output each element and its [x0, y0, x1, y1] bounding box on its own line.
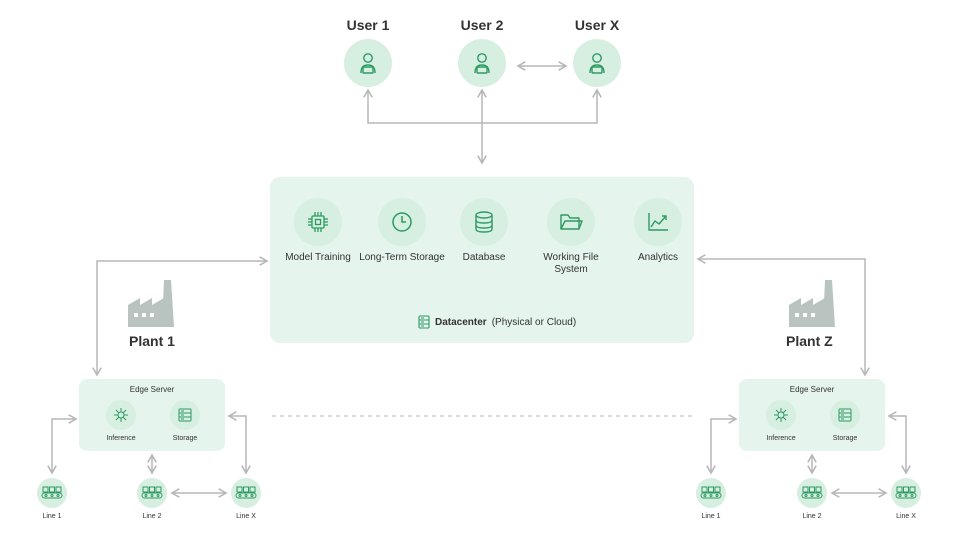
factory-icon	[789, 280, 835, 327]
plant-z-edge-server: Edge Server	[739, 379, 885, 451]
plant-1-label: Plant 1	[129, 333, 175, 349]
user-1-label: User 1	[346, 17, 390, 33]
server-icon	[418, 315, 430, 329]
service-label-analytics: Analytics	[637, 252, 678, 263]
service-database	[460, 198, 508, 246]
plant-z-line-x-node	[891, 478, 921, 508]
user-laptop-icon	[360, 53, 376, 74]
plant-1-line-1-node	[37, 478, 67, 508]
factory-icon	[128, 280, 174, 327]
edge-server-title: Edge Server	[789, 385, 835, 394]
user-laptop-icon	[589, 53, 605, 74]
plant-1-storage-label: Storage	[172, 435, 198, 442]
chip-icon	[308, 212, 328, 232]
service-label-database: Database	[462, 252, 506, 263]
folder-icon	[560, 214, 583, 230]
plant-z-line-1-label: Line 1	[701, 513, 721, 520]
plant-1-storage-node	[170, 400, 200, 430]
plant-z-line-1-node	[696, 478, 726, 508]
service-label-long-term-storage: Long-Term Storage	[359, 252, 445, 263]
plant-1-line-x-node	[231, 478, 261, 508]
service-analytics	[634, 198, 682, 246]
conveyor-icon	[895, 486, 917, 499]
service-label-working-file-system: Working File System	[543, 252, 599, 275]
plant-z-label: Plant Z	[786, 333, 833, 349]
plant-z-storage-label: Storage	[832, 435, 858, 442]
conveyor-icon	[801, 486, 823, 499]
user-laptop-icon	[474, 53, 490, 74]
plant-1-inference-label: Inference	[106, 435, 136, 442]
storage-server-icon	[838, 408, 852, 422]
conveyor-icon	[141, 486, 163, 499]
plant-1-line-2-node	[137, 478, 167, 508]
database-icon	[475, 211, 493, 233]
plant-z-line-2-label: Line 2	[802, 513, 822, 520]
conveyor-icon	[700, 486, 722, 499]
service-long-term-storage	[378, 198, 426, 246]
clock-icon	[392, 212, 412, 232]
user-1-node	[344, 39, 392, 87]
service-working-file-system	[547, 198, 595, 246]
plant-z-inference-label: Inference	[766, 435, 796, 442]
user-x-node	[573, 39, 621, 87]
plant-z-inference-node	[766, 400, 796, 430]
service-model-training	[294, 198, 342, 246]
neural-network-icon	[774, 408, 788, 422]
neural-network-icon	[114, 408, 128, 422]
plant-1-line-1-label: Line 1	[42, 513, 62, 520]
chart-icon	[648, 213, 668, 231]
service-label-model-training: Model Training	[285, 252, 351, 263]
plant-z-line-2-node	[797, 478, 827, 508]
storage-server-icon	[178, 408, 192, 422]
plant-1-line-2-label: Line 2	[142, 513, 162, 520]
plant-z-storage-node	[830, 400, 860, 430]
user-2-label: User 2	[460, 17, 504, 33]
user-x-label: User X	[574, 17, 620, 33]
plant-1-line-x-label: Line X	[236, 513, 256, 520]
plant-z-line-x-label: Line X	[896, 513, 916, 520]
datacenter-caption-title: Datacenter	[435, 316, 487, 328]
datacenter-caption-subtitle: (Physical or Cloud)	[491, 316, 577, 328]
conveyor-icon	[41, 486, 63, 499]
conveyor-icon	[235, 486, 257, 499]
edge-server-title: Edge Server	[129, 385, 175, 394]
user-2-node	[458, 39, 506, 87]
datacenter-caption: Datacenter (Physical or Cloud)	[418, 315, 576, 329]
plant-1-edge-server: Edge Server	[79, 379, 225, 451]
plant-1-inference-node	[106, 400, 136, 430]
